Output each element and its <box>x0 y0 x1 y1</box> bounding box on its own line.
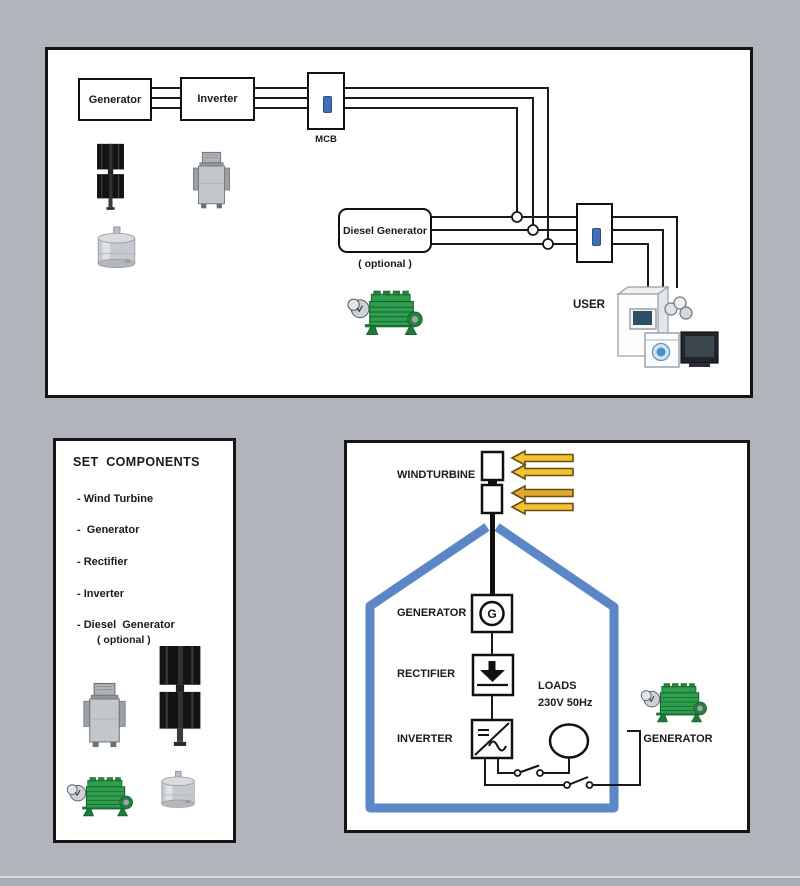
inverter-box: Inverter <box>180 77 255 121</box>
rectifier-label: RECTIFIER <box>397 668 456 680</box>
turbine-blade-bottom <box>480 483 504 515</box>
generator-box: Generator <box>78 78 152 121</box>
panel-border <box>53 438 236 843</box>
optional-note: ( optional ) <box>97 634 151 646</box>
turbine-hub <box>488 480 497 485</box>
component-item-generator: - Generator <box>77 524 140 536</box>
user-appliances-image <box>616 285 719 368</box>
inverter-label: INVERTER <box>397 733 453 745</box>
mcb-box <box>307 72 345 130</box>
turbine-blade-top <box>480 450 505 482</box>
set-components-panel: SET COMPONENTS - Wind Turbine - Generato… <box>53 438 236 843</box>
generator-circle-icon <box>479 600 505 627</box>
dc-ac-icon <box>474 722 510 756</box>
diesel-generator-box: Diesel Generator <box>338 208 432 253</box>
breaker-switch-icon <box>592 228 601 246</box>
component-item-diesel-generator: - Diesel Generator <box>77 619 175 631</box>
turbine-mast <box>490 513 495 595</box>
mcb-label: MCB <box>315 134 337 145</box>
loads-circle <box>548 723 590 759</box>
breaker-switch-icon <box>323 96 332 113</box>
loads-value: 230V 50Hz <box>538 697 593 709</box>
generator-box-label: Generator <box>88 93 142 106</box>
diesel-generator-box-label: Diesel Generator <box>342 224 428 237</box>
set-components-canvas <box>53 438 236 843</box>
house-schematic-panel: G <box>344 440 750 833</box>
optional-label: ( optional ) <box>358 258 412 270</box>
windturbine-label: WINDTURBINE <box>397 469 476 481</box>
switch-wiring <box>484 730 641 789</box>
user-label: USER <box>573 299 605 311</box>
generator-label: GENERATOR <box>397 607 467 619</box>
slide-edge-line <box>0 876 800 878</box>
wind-arrow-icon <box>510 498 574 516</box>
wind-arrows <box>510 449 574 516</box>
inverter-box-label: Inverter <box>197 93 238 105</box>
component-item-inverter: - Inverter <box>77 588 125 600</box>
generator-symbol-letter: G <box>487 607 496 621</box>
loads-label: LOADS <box>538 680 577 692</box>
junction-node <box>542 238 554 250</box>
external-generator-label: GENERATOR <box>643 733 713 745</box>
house-outline <box>365 523 619 813</box>
user-breaker-box <box>576 203 613 263</box>
slide-edge-strip <box>0 878 800 886</box>
wind-arrow-icon <box>510 463 574 481</box>
set-components-title: SET COMPONENTS <box>73 455 200 469</box>
house-schematic-canvas: G <box>344 440 750 833</box>
system-diagram-panel: Generator Inverter MCB Diesel Generator … <box>45 47 753 398</box>
wires <box>152 87 678 288</box>
component-item-rectifier: - Rectifier <box>77 556 128 568</box>
junction-node <box>527 224 539 236</box>
component-item-wind-turbine: - Wind Turbine <box>77 493 154 505</box>
diode-icon <box>477 661 508 687</box>
junction-node <box>511 211 523 223</box>
